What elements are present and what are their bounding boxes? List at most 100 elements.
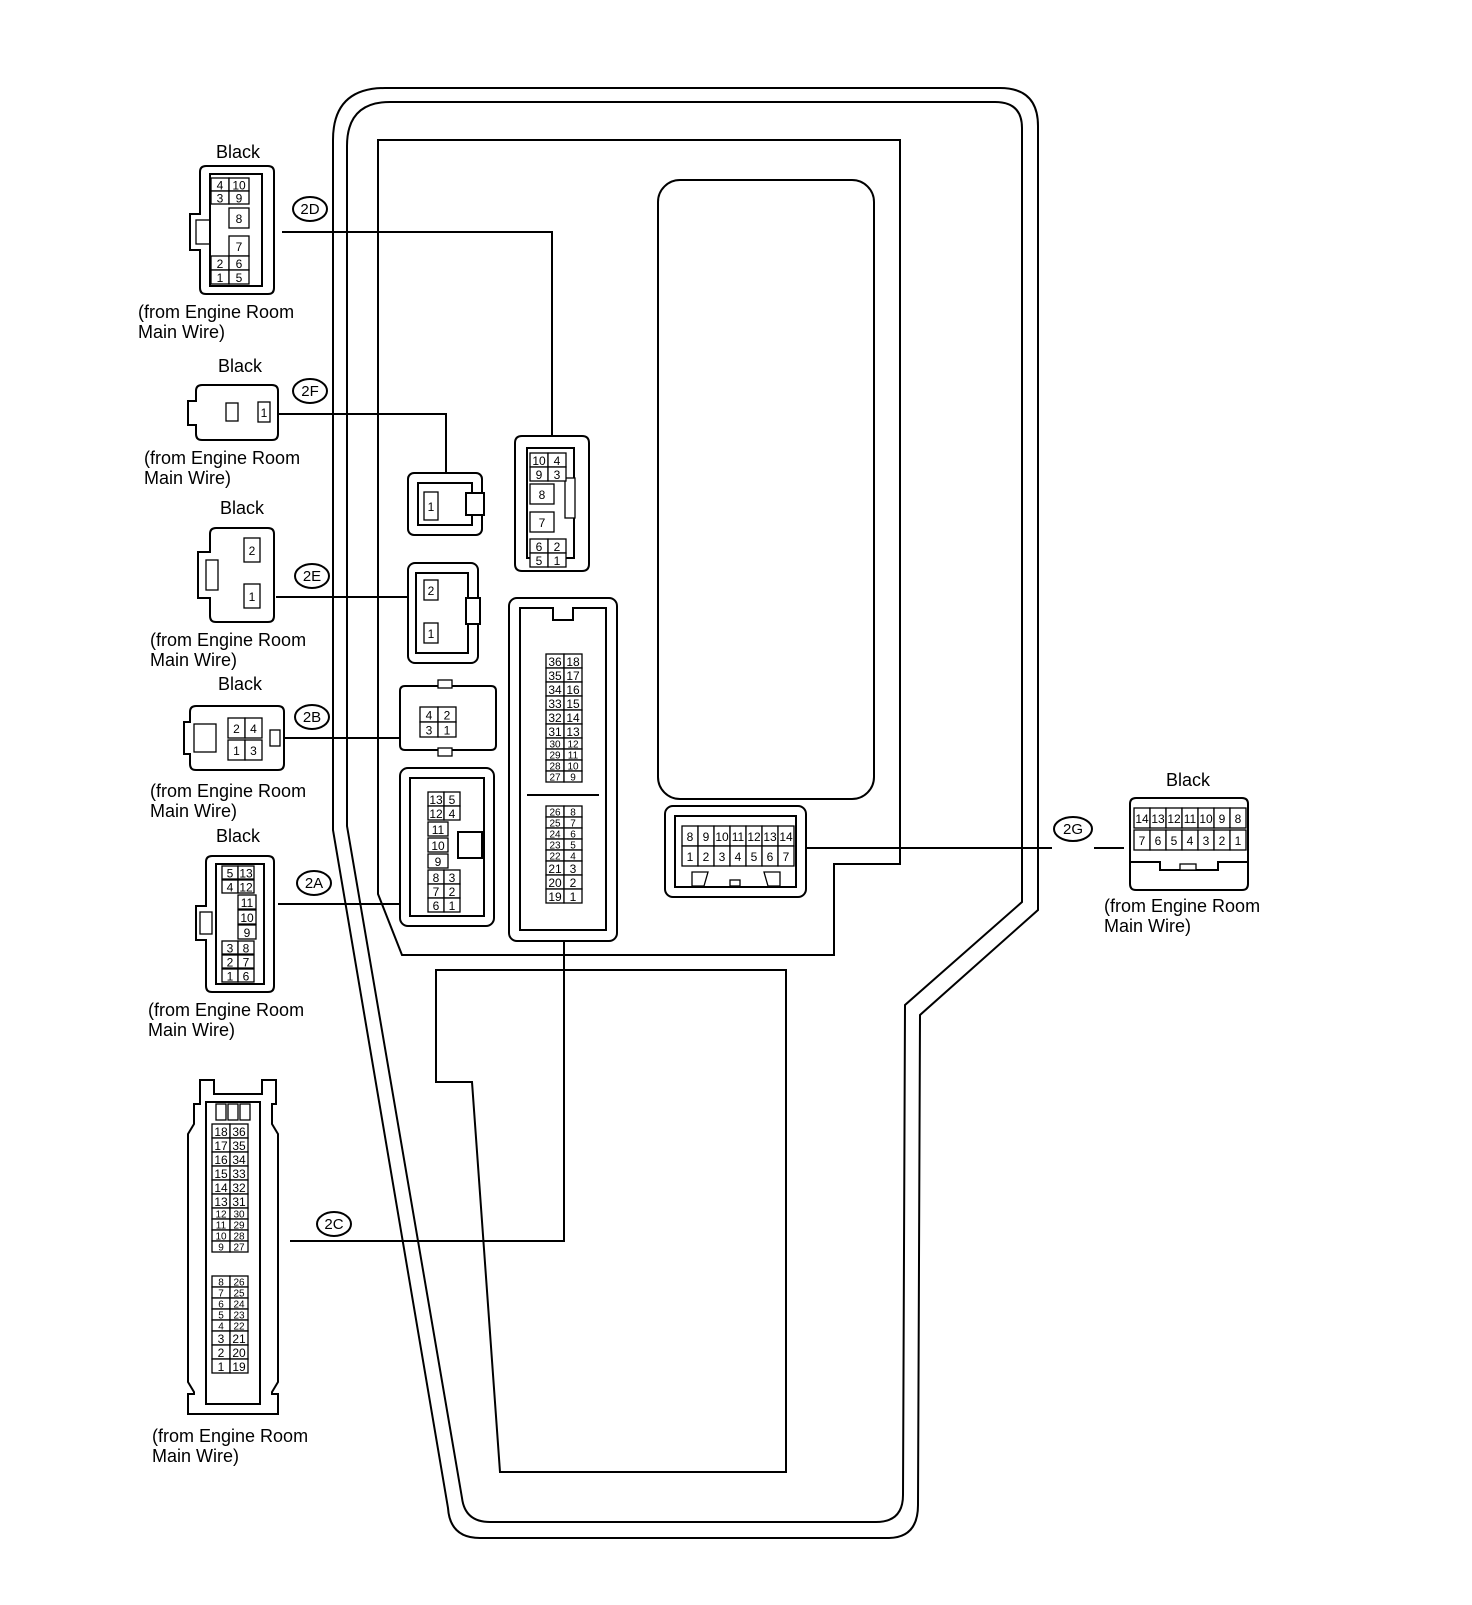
pin-cell bbox=[228, 269, 250, 285]
connector-color-label: Black bbox=[216, 826, 261, 846]
pin-number: 12 bbox=[747, 830, 761, 844]
pin-number: 22 bbox=[549, 852, 561, 863]
connector-source-label: (from Engine Room bbox=[152, 1426, 308, 1446]
pin-cell bbox=[228, 190, 250, 205]
pin-cell bbox=[427, 821, 449, 837]
pin-number: 4 bbox=[1187, 834, 1194, 848]
pin-number: 7 bbox=[539, 516, 546, 530]
pin-number: 2 bbox=[554, 540, 561, 554]
connector-source-label: (from Engine Room bbox=[138, 302, 294, 322]
block-socket-2F: 1 bbox=[407, 472, 485, 536]
pin-number: 11 bbox=[568, 751, 579, 762]
pin-number: 6 bbox=[243, 970, 250, 984]
pin-cell bbox=[423, 622, 439, 644]
pin-number: 2 bbox=[570, 876, 577, 890]
pin-number: 32 bbox=[232, 1181, 246, 1195]
pin-number: 11 bbox=[432, 823, 445, 837]
pin-number: 26 bbox=[549, 808, 561, 819]
pin-number: 14 bbox=[779, 830, 793, 844]
pin-number: 16 bbox=[214, 1153, 228, 1167]
svg-text:2E: 2E bbox=[303, 568, 321, 585]
pin-number: 3 bbox=[227, 942, 234, 956]
pin-number: 1 bbox=[249, 590, 256, 604]
pin-number: 12 bbox=[1167, 812, 1181, 826]
pin-number: 33 bbox=[232, 1167, 246, 1181]
pin-number: 7 bbox=[570, 819, 576, 830]
pin-cell bbox=[563, 888, 583, 904]
pin-number: 9 bbox=[236, 192, 243, 206]
pin-number: 4 bbox=[227, 881, 234, 895]
pin-number: 6 bbox=[536, 540, 543, 554]
pin-number: 11 bbox=[732, 830, 745, 844]
pin-cell bbox=[1229, 807, 1247, 829]
pin-number: 13 bbox=[566, 725, 580, 739]
pin-number: 7 bbox=[236, 240, 243, 254]
pin-number: 16 bbox=[566, 683, 580, 697]
pin-number: 1 bbox=[218, 1360, 225, 1374]
pin-number: 14 bbox=[1135, 812, 1149, 826]
pin-number: 24 bbox=[233, 1300, 245, 1311]
pin-number: 12 bbox=[567, 740, 579, 751]
connector-source-label: (from Engine Room bbox=[150, 781, 306, 801]
pin-number: 3 bbox=[217, 192, 224, 206]
pin-number: 1 bbox=[554, 554, 561, 568]
pin-cell bbox=[237, 940, 255, 955]
pin-number: 9 bbox=[218, 1243, 224, 1254]
connector-tag-2D: 2D bbox=[292, 196, 328, 222]
pin-number: 8 bbox=[687, 830, 694, 844]
pin-number: 4 bbox=[735, 850, 742, 864]
pin-number: 4 bbox=[554, 454, 561, 468]
pin-number: 5 bbox=[236, 271, 243, 285]
pin-cell bbox=[437, 721, 457, 738]
pin-number: 6 bbox=[767, 850, 774, 864]
pin-number: 2 bbox=[444, 709, 451, 723]
pin-number: 3 bbox=[570, 862, 577, 876]
pin-number: 1 bbox=[227, 970, 234, 984]
pin-number: 3 bbox=[449, 871, 456, 885]
connector-source-label: (from Engine Room bbox=[150, 630, 306, 650]
pin-number: 11 bbox=[1184, 812, 1197, 826]
pin-cell bbox=[243, 583, 261, 609]
pin-number: 11 bbox=[216, 1221, 227, 1232]
pin-number: 29 bbox=[233, 1221, 245, 1232]
connector-source-label: Main Wire) bbox=[152, 1446, 239, 1466]
pin-number: 1 bbox=[570, 890, 577, 904]
connector-source-label: Main Wire) bbox=[144, 468, 231, 488]
pin-cell bbox=[244, 717, 263, 739]
pin-cell bbox=[443, 805, 461, 821]
svg-text:2A: 2A bbox=[305, 875, 323, 892]
svg-text:2C: 2C bbox=[324, 1216, 343, 1233]
pin-number: 10 bbox=[232, 179, 246, 193]
pin-number: 30 bbox=[233, 1210, 245, 1221]
pin-number: 1 bbox=[217, 271, 224, 285]
pin-number: 34 bbox=[232, 1153, 246, 1167]
pin-number: 1 bbox=[1235, 834, 1242, 848]
pin-number: 10 bbox=[532, 454, 546, 468]
connector-tag-2B: 2B bbox=[294, 704, 330, 730]
connector-source-label: (from Engine Room bbox=[1104, 896, 1260, 916]
pin-cell bbox=[257, 401, 271, 423]
pin-number: 6 bbox=[433, 899, 440, 913]
pin-cell bbox=[237, 909, 257, 925]
pin-number: 21 bbox=[548, 862, 562, 876]
pin-cell bbox=[237, 879, 255, 894]
svg-text:2G: 2G bbox=[1063, 821, 1083, 838]
pin-number: 6 bbox=[570, 830, 576, 841]
block-socket-2E: 21 bbox=[407, 562, 481, 664]
pin-cell bbox=[229, 1358, 249, 1374]
pin-number: 27 bbox=[233, 1243, 245, 1254]
pin-number: 21 bbox=[232, 1332, 246, 1346]
pin-number: 28 bbox=[549, 762, 561, 773]
pin-cell bbox=[237, 924, 257, 940]
pin-number: 5 bbox=[449, 793, 456, 807]
pin-number: 4 bbox=[570, 852, 576, 863]
pin-number: 19 bbox=[548, 890, 562, 904]
pin-cell bbox=[547, 466, 567, 482]
connector-source-label: Main Wire) bbox=[150, 801, 237, 821]
